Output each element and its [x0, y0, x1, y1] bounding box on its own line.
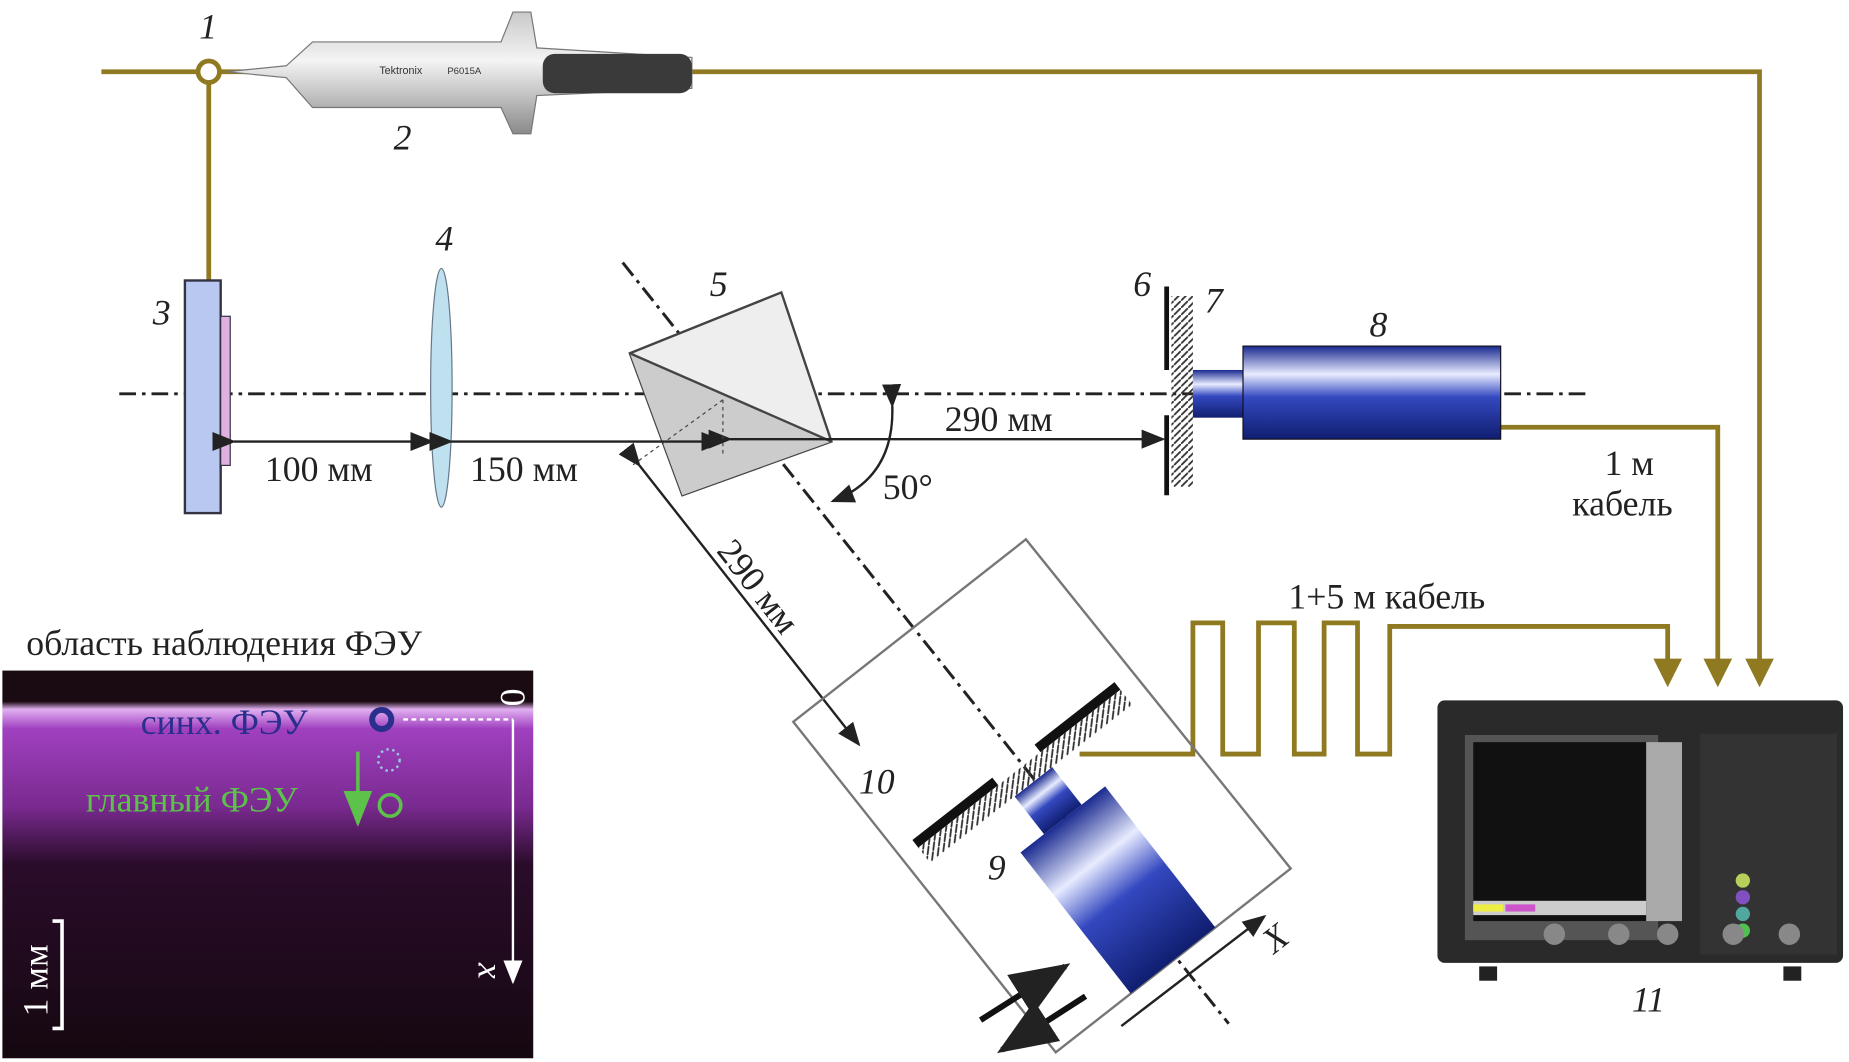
label-11: 11 — [1632, 980, 1665, 1020]
label-4: 4 — [435, 219, 453, 259]
target-plate — [183, 279, 222, 515]
cable-6m-label: 1+5 м кабель — [1288, 577, 1485, 617]
lens — [430, 267, 453, 508]
cable-1m-word: кабель — [1572, 483, 1672, 523]
sample-layer — [220, 315, 231, 466]
main-pmt-spot — [377, 792, 403, 818]
label-1: 1 — [199, 6, 217, 46]
inset-title: область наблюдения ФЭУ — [26, 623, 422, 663]
scale-label: 1 мм — [16, 944, 56, 1016]
cable-1m-length: 1 м — [1604, 443, 1653, 483]
pmt-8 — [1242, 345, 1502, 440]
x-axis-label: X — [1253, 915, 1297, 962]
dim-290-diagonal: 290 мм — [709, 532, 807, 642]
label-6: 6 — [1133, 264, 1151, 304]
angle-50: 50° — [883, 467, 933, 507]
label-5: 5 — [710, 264, 728, 304]
voltage-probe: Tektronix P6015A — [226, 11, 693, 135]
move-double-arrow — [978, 963, 1088, 1054]
translation-stage — [791, 537, 1293, 1054]
label-3: 3 — [152, 293, 171, 333]
pmt-9-assembly — [912, 682, 1216, 994]
sync-pmt-label: синх. ФЭУ — [141, 702, 309, 742]
main-pmt-label: главный ФЭУ — [86, 779, 299, 819]
dim-150: 150 мм — [470, 449, 578, 489]
x-label: x — [470, 962, 510, 979]
filter-7 — [1171, 295, 1193, 487]
scale-bar — [52, 919, 64, 1031]
label-8: 8 — [1369, 305, 1387, 345]
probe-model: P6015A — [447, 66, 482, 77]
label-10: 10 — [859, 761, 895, 801]
dim-290-horizontal: 290 мм — [945, 399, 1053, 439]
dim-100: 100 мм — [265, 449, 373, 489]
intermediate-spot — [376, 748, 401, 772]
x-direction-arrow — [1120, 914, 1267, 1028]
pmt-observation-inset: область наблюдения ФЭУ синх. ФЭУ главный… — [2, 623, 534, 1059]
probe-brand: Tektronix — [379, 65, 423, 77]
label-9: 9 — [988, 847, 1006, 887]
oscilloscope — [1437, 700, 1844, 981]
label-7: 7 — [1205, 281, 1225, 321]
junction-node — [195, 58, 222, 85]
beam-splitter-cube — [628, 290, 833, 497]
pmt-8-window — [1192, 369, 1247, 418]
x-zero-label: 0 — [493, 688, 533, 706]
label-2: 2 — [394, 117, 412, 157]
sync-pmt-spot — [369, 706, 395, 733]
